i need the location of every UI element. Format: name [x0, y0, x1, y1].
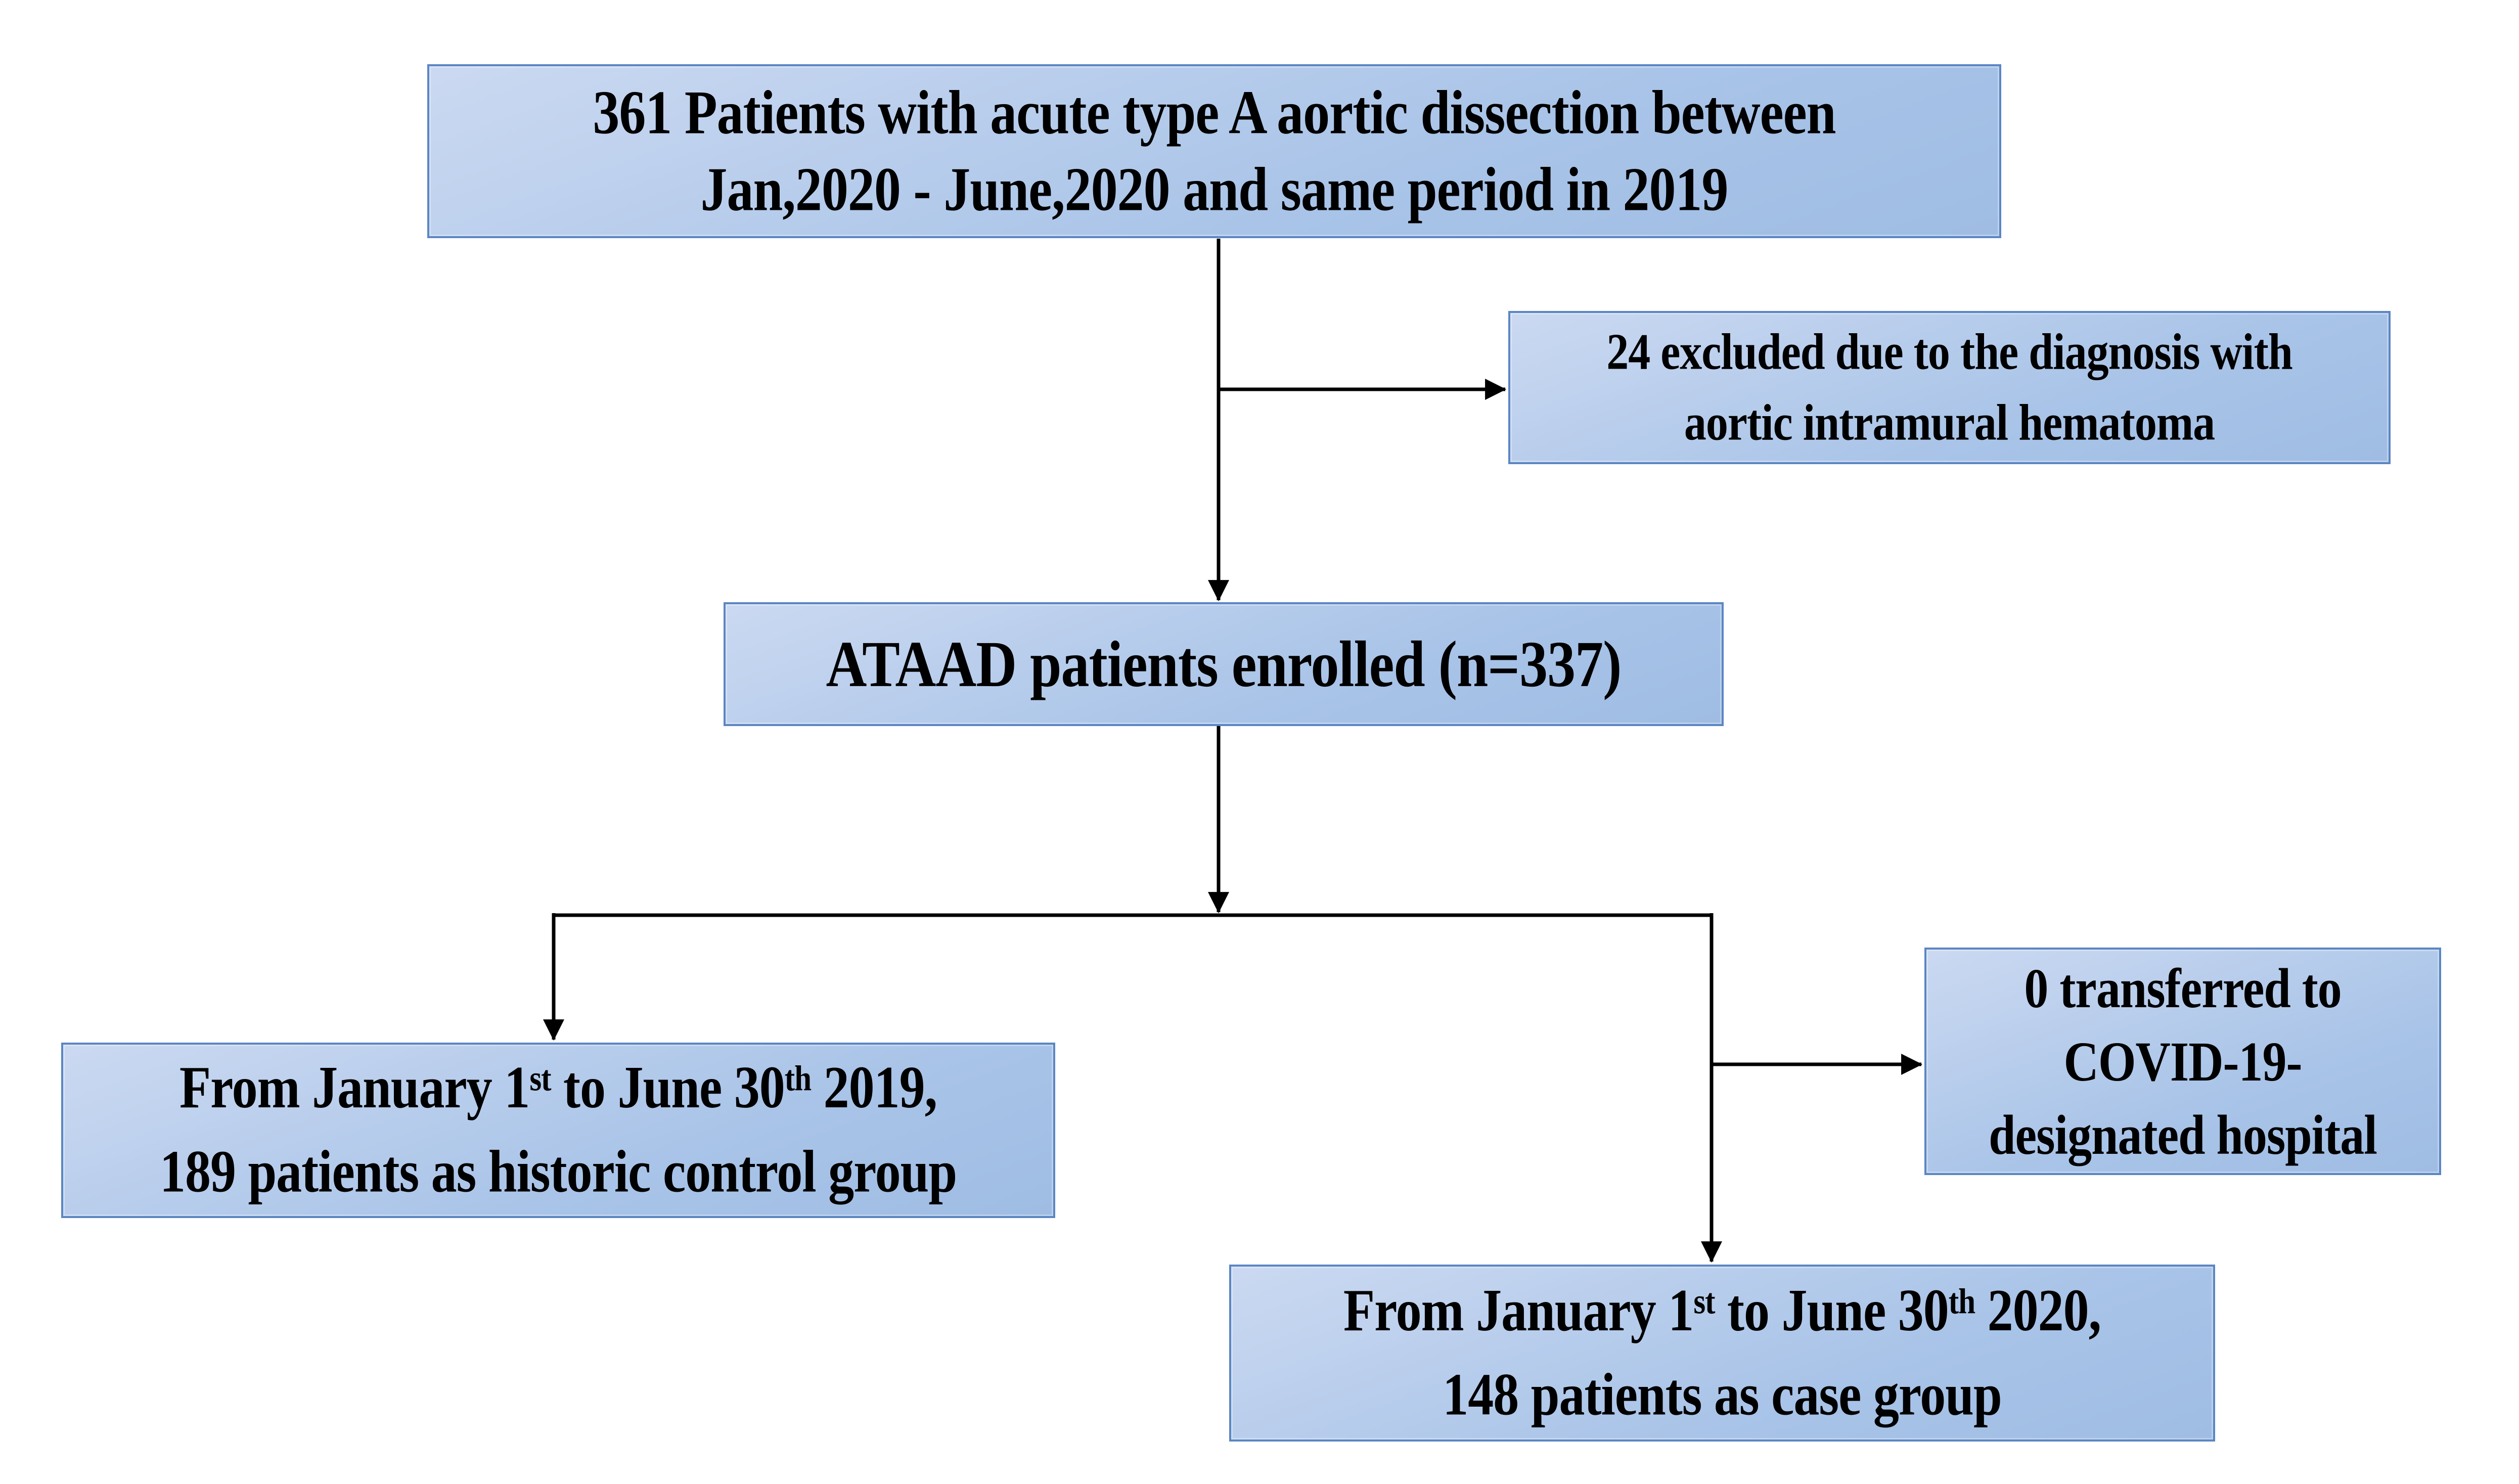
box-text-line: From January 1st to June 30th 2020, [1343, 1277, 2101, 1344]
box-excluded-hematoma: 24 excluded due to the diagnosis with aor… [1508, 311, 2391, 464]
box-text-line: Jan,2020 - June,2020 and same period in … [700, 155, 1728, 224]
box-text-line: aortic intramural hematoma [1684, 394, 2215, 452]
superscript: th [1948, 1281, 1975, 1321]
box-total-patients: 361 Patients with acute type A aortic di… [427, 64, 2001, 238]
box-text-line: 361 Patients with acute type A aortic di… [593, 78, 1836, 147]
superscript: st [1693, 1281, 1715, 1321]
box-text-line: designated hospital [1989, 1103, 2377, 1166]
box-historic-control-group: From January 1st to June 30th 2019, 189 p… [61, 1043, 1055, 1218]
box-text-line: 0 transferred to [2024, 956, 2342, 1020]
box-case-group: From January 1st to June 30th 2020, 148 p… [1229, 1265, 2215, 1442]
box-text-line: 148 patients as case group [1443, 1361, 2002, 1428]
box-text-line: ATAAD patients enrolled (n=337) [826, 627, 1622, 701]
box-text-line: 189 patients as historic control group [159, 1138, 957, 1205]
superscript: th [784, 1058, 812, 1099]
box-text-line: COVID-19- [2063, 1029, 2303, 1093]
box-covid-transfer: 0 transferred to COVID-19- designated hosp… [1924, 948, 2441, 1175]
superscript: st [529, 1058, 551, 1099]
box-ataad-enrolled: ATAAD patients enrolled (n=337) [724, 602, 1724, 726]
box-text-line: 24 excluded due to the diagnosis with [1606, 323, 2293, 381]
box-text-line: From January 1st to June 30th 2019, [179, 1054, 937, 1121]
